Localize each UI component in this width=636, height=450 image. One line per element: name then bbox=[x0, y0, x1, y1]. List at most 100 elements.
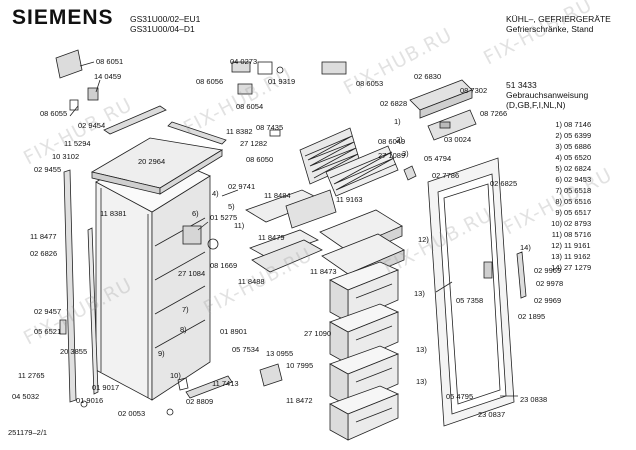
freezer-door bbox=[427, 157, 527, 427]
manual-languages: (D,GB,F,I,NL,N) bbox=[506, 100, 566, 110]
part-label: 08 7266 bbox=[480, 109, 508, 118]
legend-item: 12)11 9161 bbox=[551, 241, 591, 250]
callout-number: 1) bbox=[394, 117, 401, 126]
part-label: 11 5294 bbox=[64, 139, 91, 148]
part-label: 08 6053 bbox=[356, 79, 384, 88]
evaporator-coil bbox=[269, 127, 399, 197]
part-label: 04 0273 bbox=[230, 57, 258, 66]
part-label: 11 8477 bbox=[30, 232, 57, 241]
part-label: 11 8472 bbox=[286, 396, 313, 405]
legend-item: 6)02 9453 bbox=[555, 175, 592, 184]
top-cover bbox=[90, 137, 224, 195]
callout-number: 2) bbox=[396, 135, 403, 144]
legend-item: 9)05 6517 bbox=[555, 208, 592, 217]
part-label: 10 7995 bbox=[286, 361, 314, 370]
callout-number: 12) bbox=[418, 235, 429, 244]
legend-item: 10)02 8793 bbox=[551, 219, 592, 228]
part-label: 02 9741 bbox=[228, 182, 256, 191]
part-label: 11 8484 bbox=[264, 191, 291, 200]
callout-number: 5) bbox=[228, 202, 235, 211]
category-title: KÜHL–, GEFRIERGERÄTE bbox=[506, 14, 611, 24]
callout-number: 14) bbox=[520, 243, 531, 252]
callout-number: 13) bbox=[414, 289, 425, 298]
part-label: 02 9978 bbox=[536, 279, 564, 288]
part-label: 02 0053 bbox=[118, 409, 146, 418]
part-label: 27 1084 bbox=[178, 269, 206, 278]
part-label: 11 8382 bbox=[226, 127, 253, 136]
part-label: 02 9454 bbox=[78, 121, 106, 130]
part-label: 02 1895 bbox=[518, 312, 546, 321]
part-label: 01 5275 bbox=[210, 213, 238, 222]
legend-item: 2)05 6399 bbox=[555, 131, 592, 140]
callout-number: 9) bbox=[158, 349, 165, 358]
part-label: 11 8381 bbox=[100, 209, 127, 218]
diagram-reference: 251179–2/1 bbox=[8, 428, 48, 437]
callout-number: 13) bbox=[416, 345, 427, 354]
part-label: 01 9017 bbox=[92, 383, 120, 392]
callout-number: 4) bbox=[212, 189, 219, 198]
part-label: 14 0459 bbox=[94, 72, 122, 81]
legend-item: 4)05 6520 bbox=[555, 153, 592, 162]
part-label: 05 7534 bbox=[232, 345, 260, 354]
part-label: 23 0838 bbox=[520, 395, 548, 404]
part-label: 02 9457 bbox=[34, 307, 62, 316]
callout-number: 11) bbox=[234, 221, 245, 230]
part-label: 08 6050 bbox=[246, 155, 274, 164]
callout-number: 13) bbox=[416, 377, 427, 386]
brand-logo: SIEMENS bbox=[12, 6, 114, 29]
part-label: 05 6521 bbox=[34, 327, 62, 336]
part-label: 08 6055 bbox=[40, 109, 68, 118]
manual-number: 51 3433 bbox=[506, 80, 537, 90]
manual-title: Gebrauchsanweisung bbox=[506, 90, 589, 100]
part-label: 02 6830 bbox=[414, 72, 442, 81]
part-label: 01 9016 bbox=[76, 396, 104, 405]
legend-item: 7)05 6518 bbox=[555, 186, 592, 195]
callout-number: 8) bbox=[180, 325, 187, 334]
part-label: 13 0955 bbox=[266, 349, 294, 358]
part-label: 27 1089 bbox=[378, 151, 406, 160]
freezer-baskets bbox=[329, 261, 400, 441]
part-label: 27 1090 bbox=[304, 329, 332, 338]
part-label: 02 7786 bbox=[432, 171, 460, 180]
model-number-1: GS31U00/02–EU1 bbox=[130, 14, 201, 24]
control-panel bbox=[409, 79, 477, 141]
part-label: 11 8479 bbox=[258, 233, 285, 242]
legend-item: 13)11 9162 bbox=[551, 252, 591, 261]
part-label: 08 1669 bbox=[210, 261, 238, 270]
part-label: 08 6049 bbox=[378, 137, 406, 146]
part-label: 05 7358 bbox=[456, 296, 484, 305]
part-label: 02 9455 bbox=[34, 165, 62, 174]
part-label: 11 8488 bbox=[238, 277, 265, 286]
legend-item: 11)08 5716 bbox=[551, 230, 592, 239]
part-label: 02 6828 bbox=[380, 99, 408, 108]
part-label: 11 2765 bbox=[18, 371, 45, 380]
callout-number: 7) bbox=[182, 305, 189, 314]
part-label: 02 6825 bbox=[490, 179, 518, 188]
part-label: 11 8473 bbox=[310, 267, 337, 276]
part-label: 11 9163 bbox=[336, 195, 363, 204]
model-number-2: GS31U00/04–D1 bbox=[130, 24, 195, 34]
part-label: 11 7413 bbox=[212, 379, 239, 388]
part-label: 08 6056 bbox=[196, 77, 224, 86]
part-label: 02 6826 bbox=[30, 249, 58, 258]
part-label: 01 9319 bbox=[268, 77, 296, 86]
part-label: 20 2964 bbox=[138, 157, 166, 166]
part-label: 27 1282 bbox=[240, 139, 268, 148]
part-label: 03 0024 bbox=[444, 135, 472, 144]
callout-number: 3) bbox=[402, 149, 409, 158]
callout-number: 6) bbox=[192, 209, 199, 218]
part-label: 04 5032 bbox=[12, 392, 40, 401]
part-label: 08 6051 bbox=[96, 57, 124, 66]
part-label: 05 4794 bbox=[424, 154, 452, 163]
part-label: 08 7435 bbox=[256, 123, 284, 132]
legend-item: 5)02 6824 bbox=[555, 164, 592, 173]
part-label: 08 6054 bbox=[236, 102, 264, 111]
legend-item: 3)05 6886 bbox=[555, 142, 592, 151]
part-label: 10 3102 bbox=[52, 152, 80, 161]
part-label: 08 7302 bbox=[460, 86, 488, 95]
legend-item: 1)08 7146 bbox=[555, 120, 592, 129]
part-label: 02 9969 bbox=[534, 296, 562, 305]
callout-number: 10) bbox=[170, 371, 181, 380]
legend-item: 8)05 6516 bbox=[555, 197, 592, 206]
